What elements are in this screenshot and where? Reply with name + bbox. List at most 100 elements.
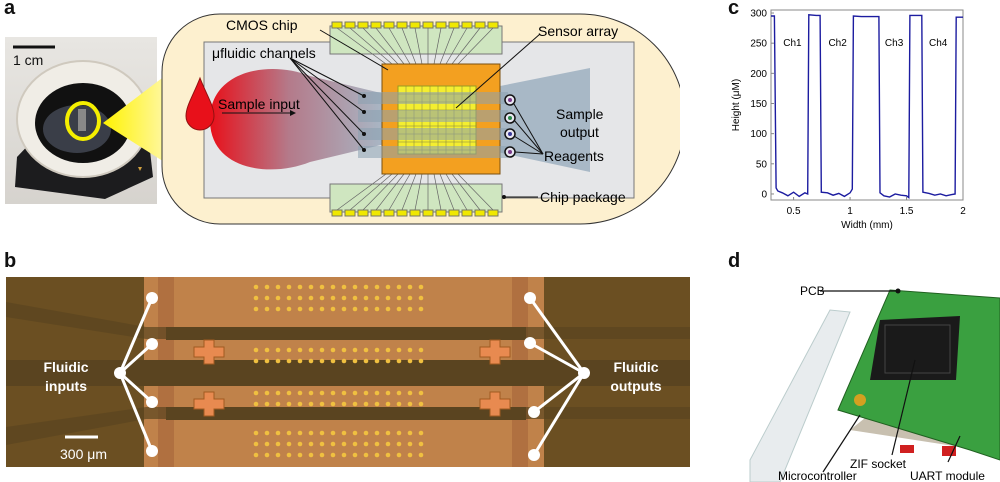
reagents-pointer-lines: [513, 103, 544, 155]
y-tick-label: 100: [750, 129, 767, 140]
sensor-pad: [385, 401, 391, 407]
sensor-pad: [363, 401, 369, 407]
sensor-pad: [385, 295, 391, 301]
sensor-pad: [275, 306, 281, 312]
sensor-pad: [385, 441, 391, 447]
sensor-pad: [352, 358, 358, 364]
sensor-pad: [341, 347, 347, 353]
blood-drop-icon: [185, 76, 215, 131]
sensor-pad: [319, 441, 325, 447]
sample-inlet-region: [210, 68, 385, 170]
sensor-pad: [385, 358, 391, 364]
label-chip-package: Chip package: [540, 189, 626, 205]
sensor-pad: [286, 430, 292, 436]
sensor-pad: [418, 390, 424, 396]
zif-socket-leader: [891, 359, 916, 456]
sensor-pad: [308, 430, 314, 436]
sensor-pad: [330, 347, 336, 353]
sensor-pad: [286, 306, 292, 312]
label-ufluidic-channels: μfluidic channels: [212, 45, 316, 61]
sensor-pad: [363, 430, 369, 436]
sensor-pad: [264, 347, 270, 353]
sensor-pad: [275, 441, 281, 447]
sensor-pad: [374, 452, 380, 458]
sensor-pad: [297, 295, 303, 301]
sensor-pad: [396, 358, 402, 364]
y-tick-label: 300: [750, 9, 767, 20]
sensor-pad: [385, 306, 391, 312]
chip-holder: [43, 105, 111, 153]
sensor-pad: [407, 347, 413, 353]
sensor-pad: [396, 284, 402, 290]
sensor-pad: [286, 295, 292, 301]
sensor-pad: [308, 284, 314, 290]
sensor-pad: [264, 284, 270, 290]
sensor-pad: [275, 284, 281, 290]
sensor-pad: [374, 347, 380, 353]
sensor-pad: [352, 284, 358, 290]
sensor-pad: [330, 306, 336, 312]
sensor-pad: [352, 295, 358, 301]
orientation-mark-icon: [138, 167, 142, 171]
sensor-pad: [396, 390, 402, 396]
sensor-pad: [385, 284, 391, 290]
y-axis-label: Height (μM): [731, 79, 742, 131]
sensor-pad: [418, 441, 424, 447]
channel-annotation: Ch1: [783, 38, 802, 49]
sensor-pad: [352, 306, 358, 312]
zoom-cone: [103, 72, 180, 172]
sensor-pad: [319, 284, 325, 290]
sensor-pad: [319, 347, 325, 353]
sensor-pad: [319, 358, 325, 364]
sensor-pad: [264, 306, 270, 312]
sensor-pad: [286, 358, 292, 364]
label-fluidic-inputs-2: inputs: [45, 378, 87, 394]
sensor-pad: [396, 452, 402, 458]
sensor-pad: [396, 401, 402, 407]
sensor-pad: [363, 452, 369, 458]
sensor-pad-grid: [253, 284, 424, 458]
sensor-pad: [264, 452, 270, 458]
sensor-pad: [407, 430, 413, 436]
sensor-pad: [363, 347, 369, 353]
label-sample-output-1: Sample: [556, 106, 604, 122]
sensor-pad: [385, 452, 391, 458]
label-fluidic-outputs-2: outputs: [610, 378, 662, 394]
sensor-pad: [253, 452, 259, 458]
sensor-pad: [286, 452, 292, 458]
outputs-pointer-lines: [528, 297, 586, 456]
sensor-pad: [319, 306, 325, 312]
sensor-pad: [352, 401, 358, 407]
sensor-pad: [352, 452, 358, 458]
sensor-pad: [264, 295, 270, 301]
sensor-pad: [264, 441, 270, 447]
sensor-pad: [374, 295, 380, 301]
sensor-pad: [341, 295, 347, 301]
panel-letter-b: b: [4, 250, 17, 272]
sensor-pad: [374, 441, 380, 447]
sensor-pad: [308, 295, 314, 301]
sensor-pad: [374, 358, 380, 364]
bond-wires: [336, 27, 494, 211]
label-reagents: Reagents: [544, 148, 604, 164]
sensor-pad: [308, 452, 314, 458]
label-sensor-array: Sensor array: [538, 23, 618, 39]
sensor-pad: [341, 430, 347, 436]
sensor-pad: [308, 390, 314, 396]
sensor-pad: [330, 358, 336, 364]
sensor-pad: [264, 401, 270, 407]
sensor-pad: [275, 295, 281, 301]
x-tick-label: 1.5: [900, 206, 914, 217]
panel-letter-a: a: [4, 0, 16, 19]
sensor-pad: [418, 401, 424, 407]
chip-die: [78, 109, 86, 131]
sensor-pad: [418, 306, 424, 312]
cmos-chip-leader: [319, 29, 389, 71]
sensor-pad: [374, 430, 380, 436]
label-fluidic-inputs-1: Fluidic: [43, 359, 88, 375]
sensor-pad: [330, 295, 336, 301]
sensor-pad: [297, 390, 303, 396]
sensor-pad: [253, 295, 259, 301]
red-component: [900, 445, 914, 453]
